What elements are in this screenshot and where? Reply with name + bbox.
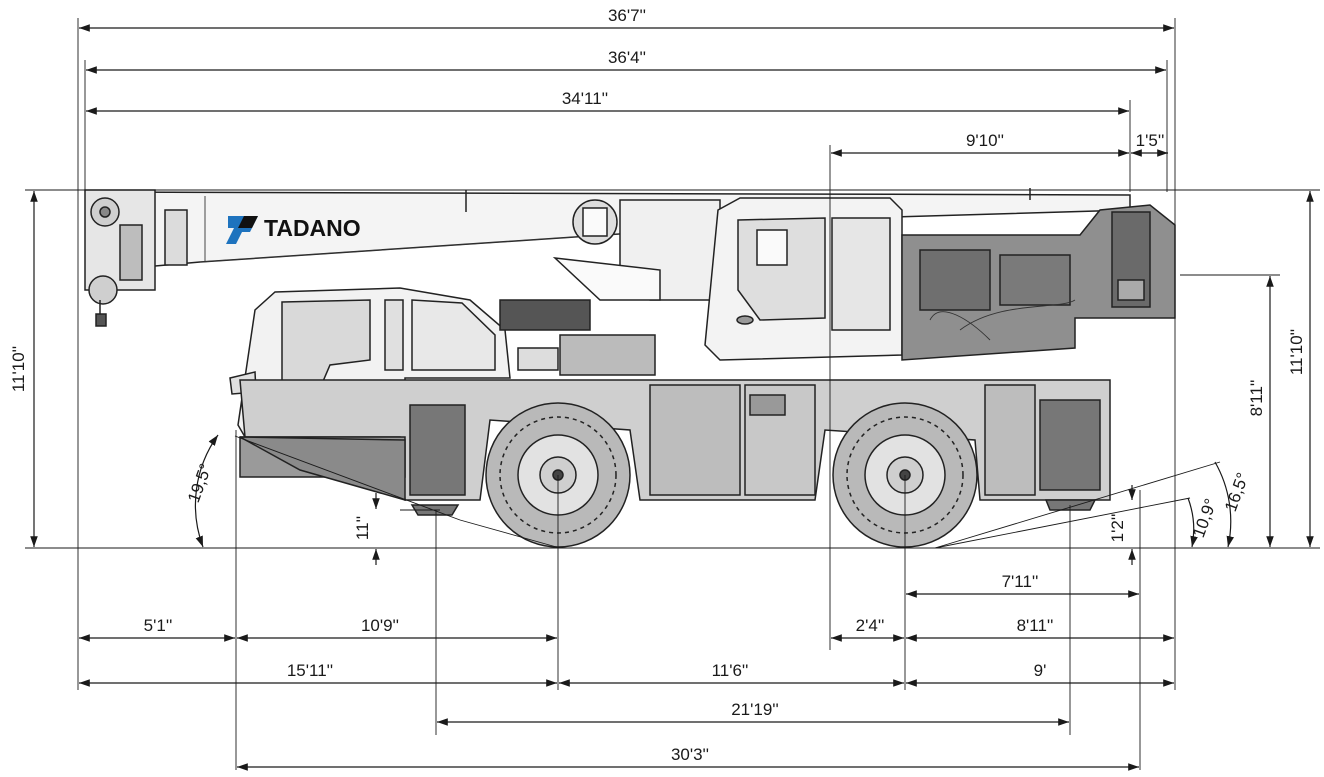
- dim-carrier-length: 34'11'': [562, 89, 608, 108]
- dim-cab-to-rear: 9'10'': [966, 131, 1004, 150]
- dim-overall-length-boom-tip: 36'7'': [608, 6, 646, 25]
- dim-swing: 2'4'': [856, 616, 885, 635]
- dim-wheelbase: 11'6'': [712, 661, 749, 680]
- crane-operator-cab: [704, 197, 903, 361]
- dim-departure-angle-b: 10,9°: [1189, 496, 1220, 540]
- dim-departure-angle-a: 16,5°: [1221, 470, 1252, 514]
- brand-name: TADANO: [264, 215, 361, 241]
- extension-lines: [25, 18, 1320, 770]
- dim-front-overhang: 5'1'': [144, 616, 173, 635]
- dim-rear-8-11: 8'11'': [1017, 616, 1054, 635]
- dim-outrigger-span: 21'19'': [731, 700, 779, 719]
- tadano-logo: TADANO: [226, 215, 361, 244]
- dim-rear-9: 9': [1034, 661, 1047, 680]
- outrigger-pads: [410, 499, 1097, 516]
- dim-approach-angle: 19,5°: [184, 461, 215, 505]
- dim-rear-7-11: 7'11'': [1002, 572, 1039, 591]
- dim-front-15-11: 15'11'': [287, 661, 333, 680]
- dim-total: 30'3'': [671, 745, 709, 764]
- dim-counterweight-height: 8'11'': [1247, 380, 1266, 417]
- dim-overall-height-right: 11'10'': [1287, 329, 1306, 375]
- dim-overall-length-body: 36'4'': [608, 48, 646, 67]
- crane-illustration: TADANO: [84, 188, 1176, 548]
- dimension-labels: 36'7'' 36'4'' 34'11'' 9'10'' 1'5'' 11'10…: [9, 6, 1306, 764]
- dim-rear-overhang: 1'5'': [1136, 131, 1165, 150]
- dimension-lines: [30, 24, 1314, 771]
- counterweight: [901, 204, 1176, 361]
- dim-ground-clearance-rear: 1'2'': [1108, 514, 1127, 543]
- dim-overall-height-left: 11'10'': [9, 346, 28, 392]
- dim-ground-clearance-front: 11'': [353, 516, 372, 540]
- boom-head: [84, 189, 188, 327]
- dim-front-axle: 10'9'': [361, 616, 399, 635]
